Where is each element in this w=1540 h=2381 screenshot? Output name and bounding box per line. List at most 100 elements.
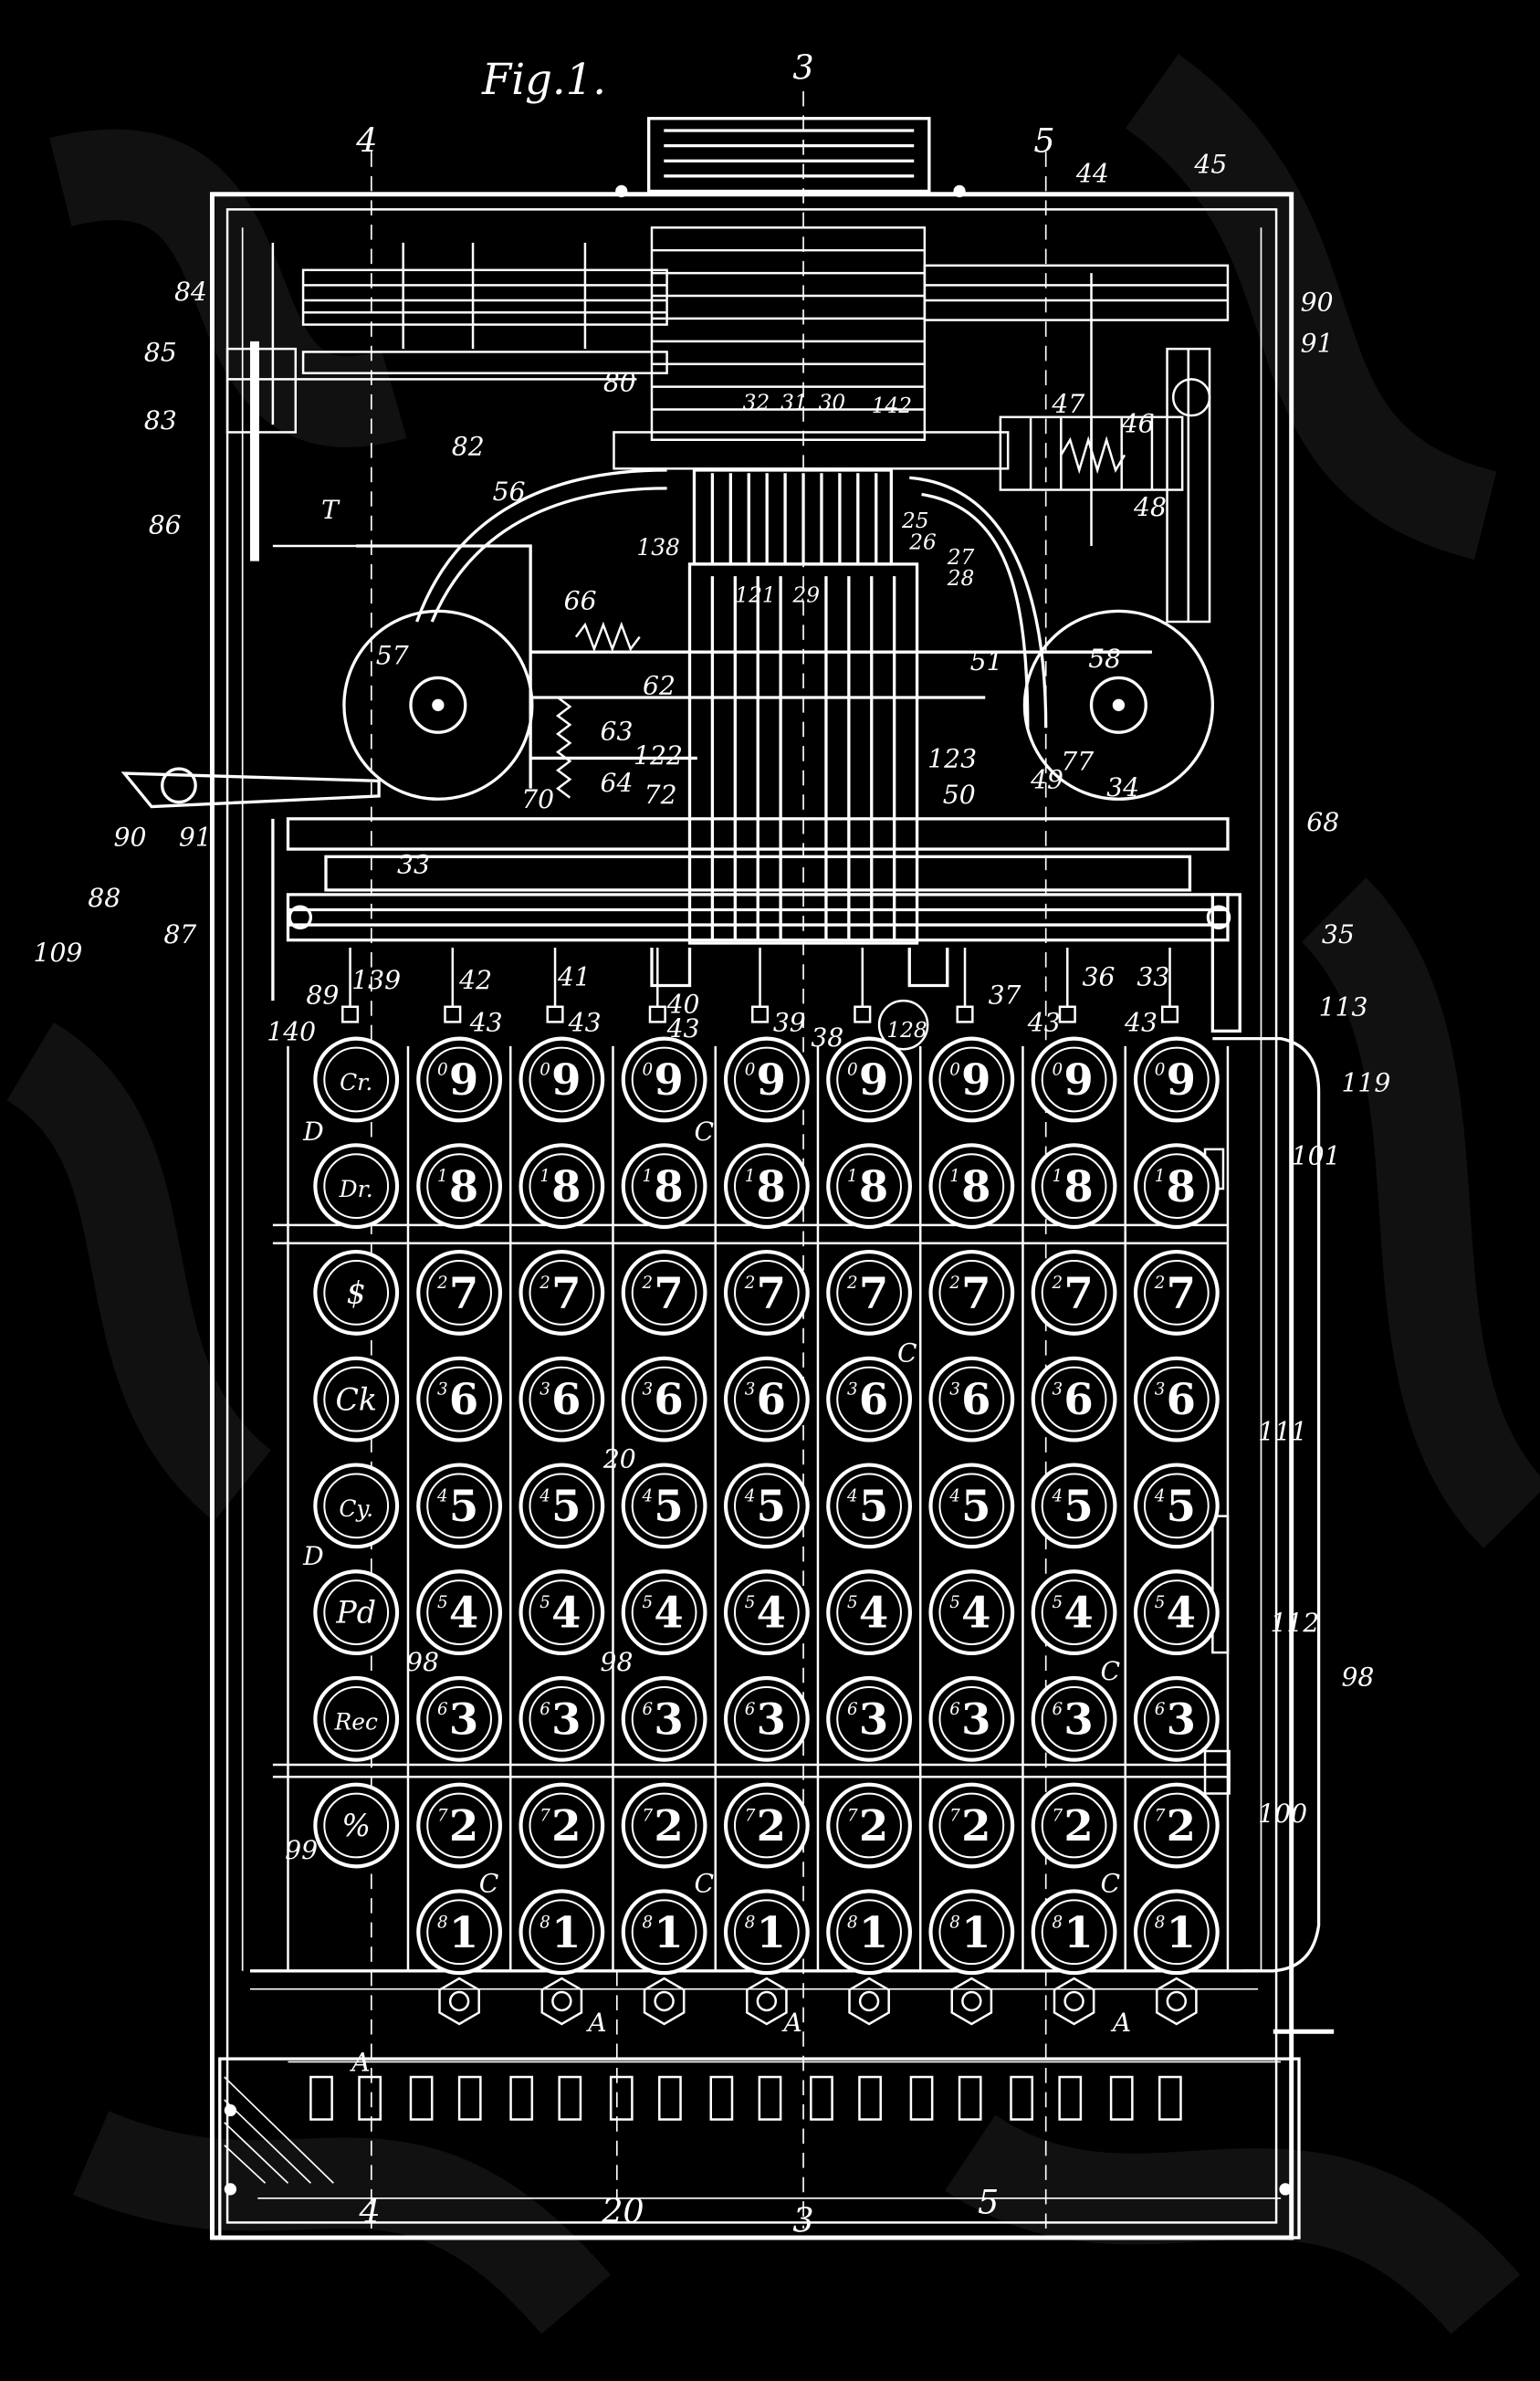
callout: 72 xyxy=(644,780,677,810)
callout: 30 xyxy=(819,391,846,415)
digit-key-label: 2 xyxy=(1167,1800,1196,1851)
digit-key-complement: 0 xyxy=(847,1060,858,1079)
digit-key-label: 2 xyxy=(551,1800,581,1851)
callout: 38 xyxy=(811,1023,843,1053)
indicator-slot xyxy=(909,2075,934,2121)
digit-key-complement: 3 xyxy=(643,1380,654,1400)
digit-key-label: 9 xyxy=(551,1054,581,1105)
digit-key-label: 1 xyxy=(1063,1907,1093,1957)
digit-key-label: 3 xyxy=(449,1694,478,1744)
function-key: Rec xyxy=(313,1675,400,1762)
callout: 56 xyxy=(493,477,526,507)
callout: 42 xyxy=(458,965,492,995)
callout: 48 xyxy=(1133,492,1167,522)
digit-key-label: 4 xyxy=(654,1588,683,1638)
digit-key-label: 4 xyxy=(859,1588,888,1638)
digit-key-complement: 5 xyxy=(643,1593,654,1612)
callout: 39 xyxy=(773,1007,806,1037)
digit-key-complement: 0 xyxy=(745,1060,756,1079)
stops-row xyxy=(341,947,1179,1051)
digit-key-complement: 6 xyxy=(847,1700,858,1719)
column-stop xyxy=(1058,1005,1076,1023)
callout: 36 xyxy=(1083,962,1116,992)
callout: 68 xyxy=(1306,807,1339,837)
digit-key-complement: 6 xyxy=(1155,1700,1166,1719)
callout: 83 xyxy=(144,405,177,435)
digit-key-label: 5 xyxy=(551,1481,581,1531)
digit-key-complement: 7 xyxy=(949,1807,960,1826)
digit-key-label: 1 xyxy=(449,1907,478,1957)
digit-key-label: 9 xyxy=(1167,1054,1196,1105)
digit-key-complement: 5 xyxy=(1155,1593,1166,1612)
digit-key-complement: 1 xyxy=(745,1167,756,1186)
digit-key-label: 2 xyxy=(961,1800,990,1851)
digit-key-complement: 6 xyxy=(437,1700,448,1719)
side-scale xyxy=(1211,1515,1230,1654)
column-stop xyxy=(750,1005,770,1023)
callout: 37 xyxy=(989,980,1021,1010)
function-key: Ck xyxy=(313,1356,400,1442)
digit-key-complement: 3 xyxy=(745,1380,756,1400)
function-key-label: Ck xyxy=(335,1381,377,1417)
callout: 90 xyxy=(1301,288,1334,318)
digit-key-label: 2 xyxy=(654,1800,683,1851)
digit-key-complement: 3 xyxy=(847,1380,858,1400)
digit-key-complement: 7 xyxy=(1053,1807,1063,1826)
digit-key-label: 6 xyxy=(1167,1374,1196,1424)
key-stem-nut-bore xyxy=(756,1990,778,2012)
type-segment xyxy=(415,468,1152,945)
digit-key-complement: 6 xyxy=(745,1700,756,1719)
section-lines xyxy=(370,90,1047,2229)
callout: 140 xyxy=(267,1016,316,1046)
function-key-label: $ xyxy=(347,1275,366,1311)
callout: 142 xyxy=(872,393,912,418)
indicator-slot xyxy=(309,2075,333,2121)
digit-key-complement: 4 xyxy=(1052,1486,1063,1505)
section-mark-bottom-20: 20 xyxy=(601,2191,644,2230)
digit-key-complement: 4 xyxy=(744,1486,756,1505)
callout: 89 xyxy=(306,980,339,1010)
upper-mechanism xyxy=(225,226,1230,624)
callout: 112 xyxy=(1270,1608,1319,1638)
digit-key-label: 2 xyxy=(757,1800,786,1851)
digit-key-complement: 7 xyxy=(745,1807,756,1826)
digit-key-complement: 1 xyxy=(847,1167,858,1186)
digit-key-complement: 0 xyxy=(643,1060,654,1079)
row-letter-c: C xyxy=(694,1868,714,1898)
row-letter-c: C xyxy=(694,1117,714,1147)
function-key-label: Dr. xyxy=(339,1176,373,1202)
key-stem-nut-bore xyxy=(961,1990,982,2012)
digit-key-label: 4 xyxy=(1167,1588,1196,1638)
digit-key-complement: 2 xyxy=(539,1274,550,1293)
function-key: Cr. xyxy=(313,1036,400,1123)
digit-key-complement: 3 xyxy=(949,1380,960,1400)
callout: 32 xyxy=(743,391,770,415)
callout: 138 xyxy=(636,534,680,561)
digit-key-label: 8 xyxy=(1167,1161,1196,1211)
callout: 121 xyxy=(735,582,775,607)
digit-key-complement: 8 xyxy=(745,1913,756,1932)
function-key: Pd xyxy=(313,1569,400,1655)
digit-key-label: 5 xyxy=(961,1481,990,1531)
